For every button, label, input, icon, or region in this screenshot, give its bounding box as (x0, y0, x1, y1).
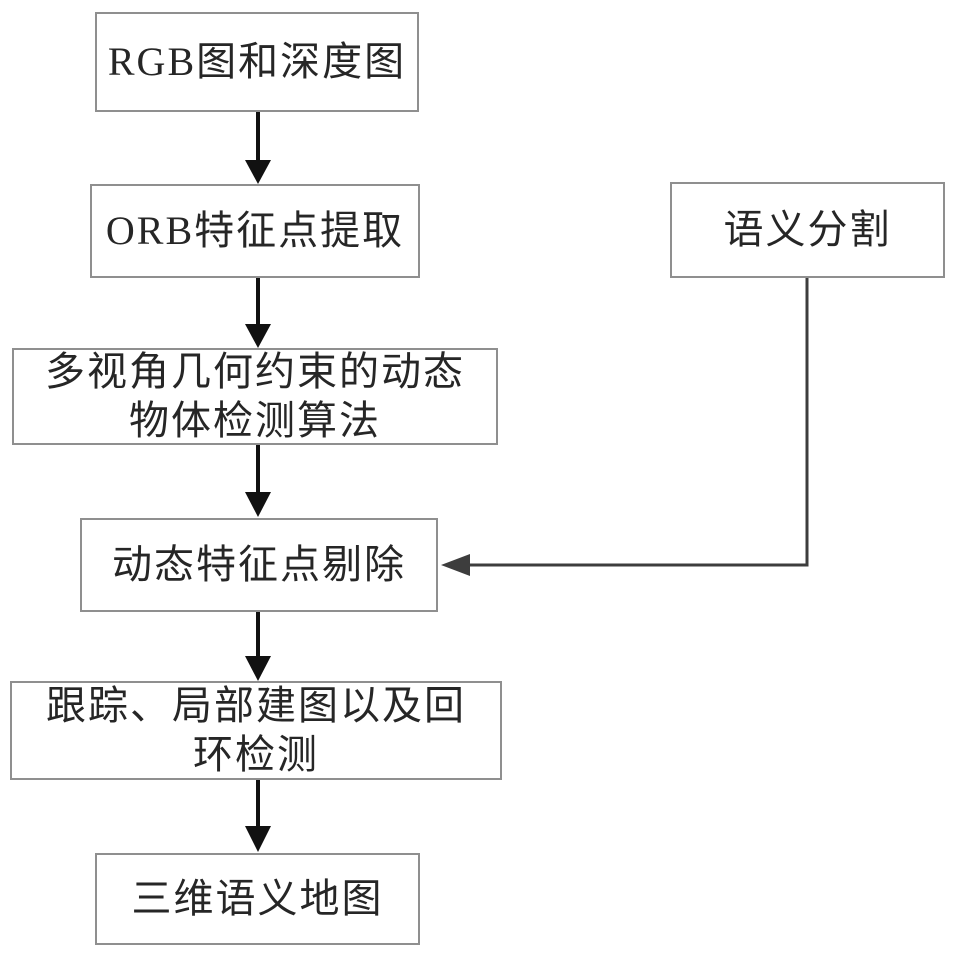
node-multiview-dynamic-object-detection: 多视角几何约束的动态 物体检测算法 (12, 348, 498, 445)
node-multiview-dynamic-object-detection-label: 多视角几何约束的动态 物体检测算法 (45, 348, 465, 443)
arrow-orb-to-multiview (245, 278, 271, 348)
node-semantic-segmentation-label: 语义分割 (723, 206, 892, 252)
node-3d-semantic-map: 三维语义地图 (95, 853, 420, 945)
node-tracking-mapping-loop-closure: 跟踪、局部建图以及回 环检测 (10, 681, 502, 780)
node-semantic-segmentation: 语义分割 (670, 182, 945, 278)
arrow-multiview-to-removal (245, 445, 271, 517)
node-dynamic-feature-point-removal: 动态特征点剔除 (80, 518, 438, 612)
node-3d-semantic-map-label: 三维语义地图 (131, 875, 384, 921)
arrow-tracking-to-map (245, 780, 271, 852)
node-orb-feature-extraction-label: ORB特征点提取 (105, 207, 405, 253)
node-rgb-depth-input-label: RGB图和深度图 (107, 38, 407, 84)
node-tracking-mapping-loop-closure-label: 跟踪、局部建图以及回 环检测 (46, 682, 466, 777)
arrow-rgb-to-orb (245, 112, 271, 184)
arrow-removal-to-tracking (245, 612, 271, 681)
node-dynamic-feature-point-removal-label: 动态特征点剔除 (112, 541, 406, 587)
node-rgb-depth-input: RGB图和深度图 (95, 12, 419, 112)
node-orb-feature-extraction: ORB特征点提取 (90, 184, 420, 278)
